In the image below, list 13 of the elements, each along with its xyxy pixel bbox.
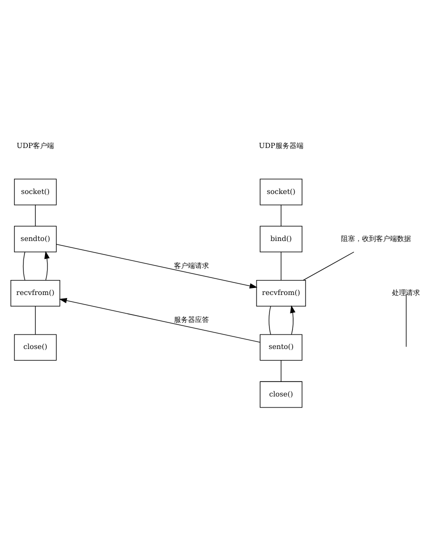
arrow	[59, 298, 260, 343]
connector	[280, 360, 282, 382]
connector	[35, 306, 36, 335]
arrow	[44, 251, 50, 281]
connector	[22, 252, 26, 281]
connector	[406, 294, 407, 348]
connector	[302, 252, 354, 281]
arrow	[290, 305, 296, 335]
connector	[280, 204, 282, 226]
connector	[268, 306, 272, 335]
arrow	[56, 244, 258, 289]
connector	[280, 252, 282, 281]
connector	[35, 204, 36, 226]
